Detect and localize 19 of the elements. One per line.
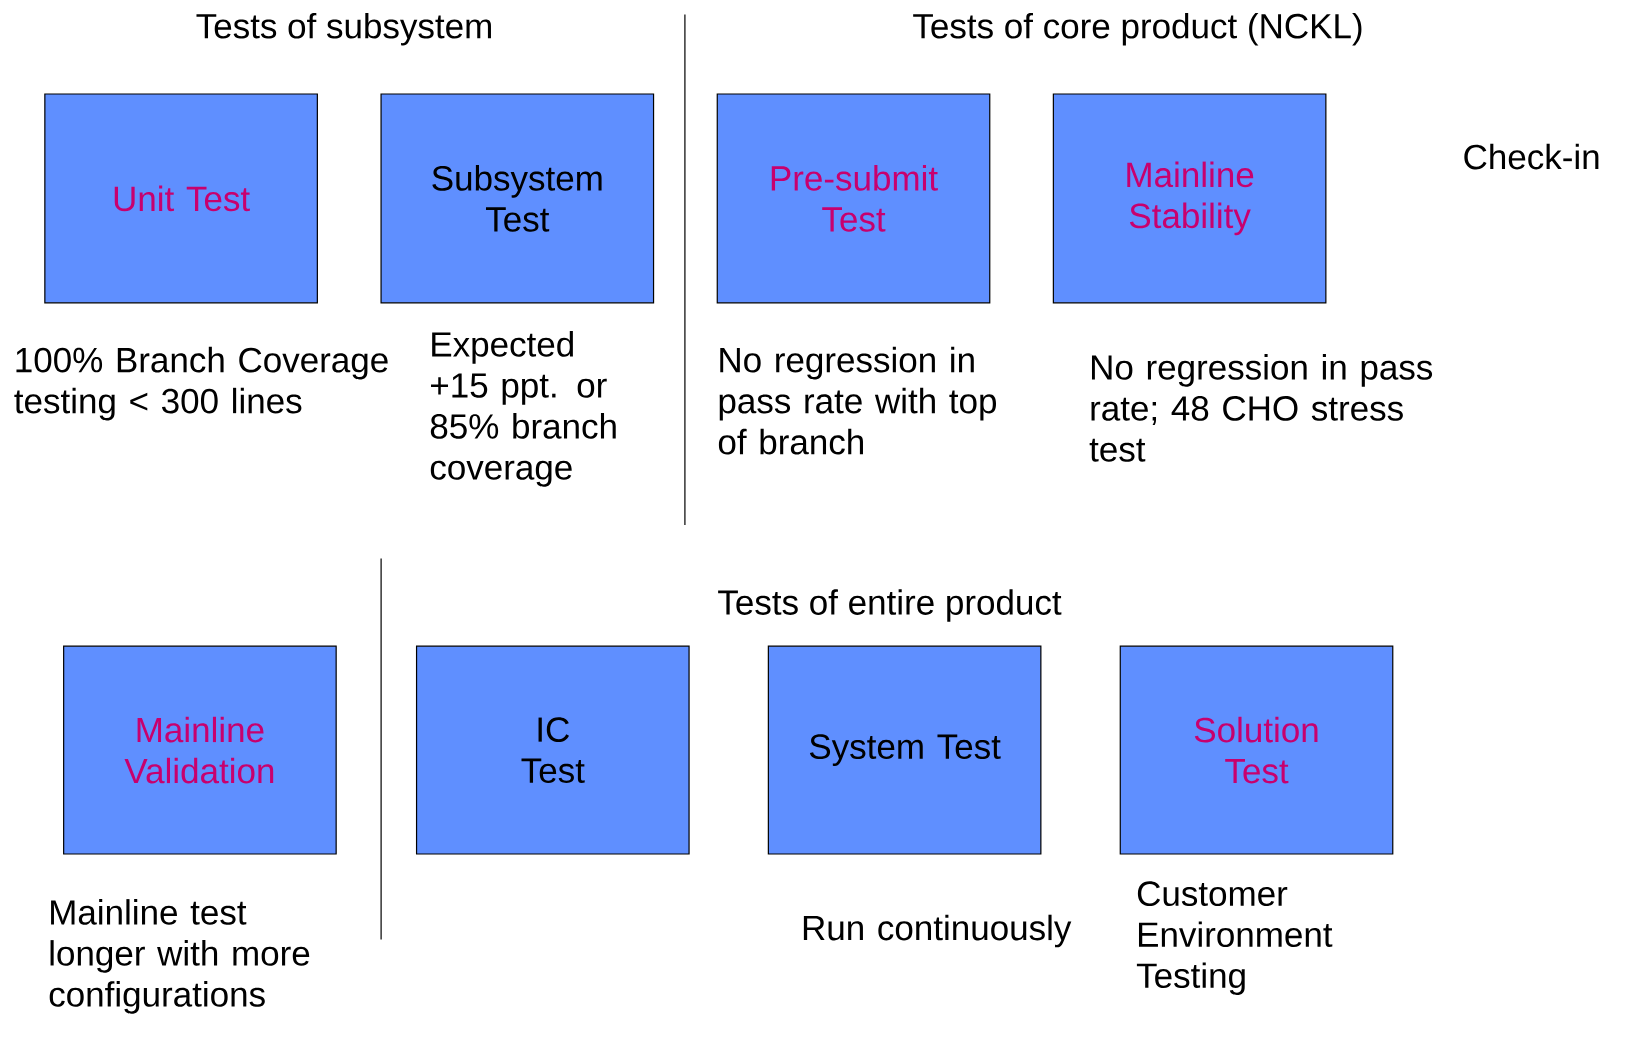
- description-text: Customer Environment Testing: [1136, 881, 1333, 995]
- description-text: No regression in pass rate with top of branch: [718, 346, 997, 455]
- description-text: 100% Branch Coverage testing < 300 lines: [14, 346, 388, 421]
- description-text: No regression in pass rate; 48 CHO stress test: [1089, 354, 1433, 462]
- heading-text: Tests of subsystem: [196, 12, 491, 46]
- test-box: System Test: [767, 645, 1042, 855]
- heading-text: Tests of entire product: [718, 589, 1062, 622]
- test-box: Pre-submit Test: [716, 93, 991, 304]
- description-text: Mainline test longer with more configurations: [49, 899, 310, 1014]
- heading-text: Check-in: [1464, 143, 1599, 170]
- test-box: Unit Test: [44, 93, 318, 304]
- test-box: Mainline Stability: [1052, 93, 1327, 304]
- test-box: Solution Test: [1119, 645, 1394, 855]
- test-box: IC Test: [415, 645, 690, 855]
- description-text: Run continuously: [803, 914, 1072, 948]
- heading-text: Tests of core product (NCKL): [913, 12, 1362, 46]
- test-box: Subsystem Test: [380, 93, 655, 304]
- description-text: Expected +15 ppt. or 85% branch coverage: [430, 331, 616, 487]
- test-box: Mainline Validation: [63, 645, 337, 855]
